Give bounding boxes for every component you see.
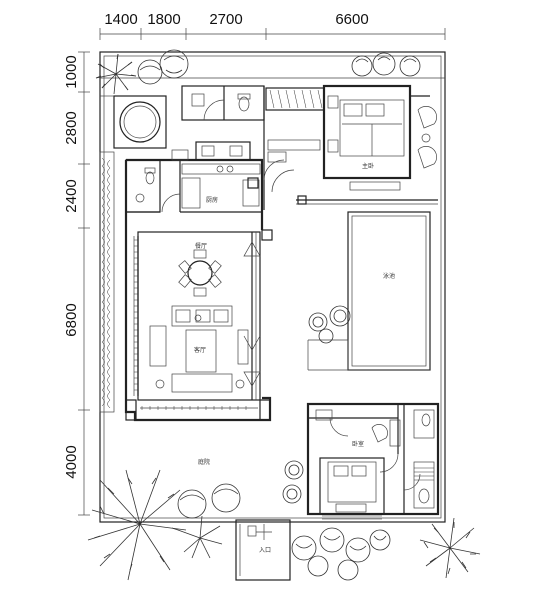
palm-tree-bottom-left — [87, 469, 187, 581]
site-boundary — [99, 51, 446, 523]
tree-top-2 — [159, 49, 189, 79]
left-dimension-line: 1000 2800 2400 6800 4000 — [63, 51, 90, 516]
flower-cluster-bottom — [291, 527, 391, 581]
dim-left-1: 1000 — [63, 55, 80, 88]
dim-left-2: 2800 — [63, 111, 80, 144]
left-hedge — [99, 151, 115, 413]
label-entrance: 入口 — [259, 547, 271, 554]
tree-top-1 — [137, 59, 163, 85]
tree-top-right-1 — [351, 55, 373, 77]
shrubs-guest — [282, 460, 304, 504]
vegetation — [87, 49, 481, 581]
corridor — [271, 169, 438, 205]
dim-left-4: 6800 — [63, 303, 80, 336]
dim-top-4: 6600 — [335, 11, 368, 28]
top-service-block — [171, 85, 325, 241]
dim-left-5: 4000 — [63, 445, 80, 478]
palm-tree-bottom-middle — [177, 515, 223, 559]
label-dining: 餐厅 — [195, 242, 207, 250]
master-bedroom — [322, 84, 437, 191]
top-dimension-line: 1400 1800 2700 6600 — [99, 11, 446, 40]
dim-top-3: 2700 — [209, 11, 242, 28]
tree-top-right-2 — [372, 52, 396, 76]
entrance-gate — [235, 519, 291, 581]
tree-top-right-3 — [399, 55, 421, 77]
label-living: 客厅 — [194, 346, 206, 354]
label-kitchen: 厨房 — [206, 196, 218, 204]
dim-top-2: 1800 — [147, 11, 180, 28]
dim-top-1: 1400 — [104, 11, 137, 28]
tree-bottom-1 — [177, 489, 207, 519]
label-bedroom: 卧室 — [352, 440, 364, 448]
shrubs-pool — [308, 305, 351, 344]
guest-bedroom-block — [306, 402, 440, 520]
dim-left-3: 2400 — [63, 179, 80, 212]
palm-tree-top-left — [95, 53, 137, 95]
pool — [307, 211, 431, 371]
palm-tree-bottom-right — [419, 517, 481, 579]
living-room-furniture — [149, 305, 249, 393]
tree-bottom-2 — [211, 483, 241, 513]
label-courtyard: 庭院 — [198, 458, 210, 466]
round-tub — [100, 95, 167, 149]
room-labels: 厨房 餐厅 客厅 主卧 泳池 卧室 庭院 入口 — [194, 162, 395, 554]
label-master-bedroom: 主卧 — [362, 162, 374, 170]
dining-table — [178, 249, 222, 297]
main-house-walls — [124, 158, 272, 422]
label-pool: 泳池 — [383, 272, 395, 280]
